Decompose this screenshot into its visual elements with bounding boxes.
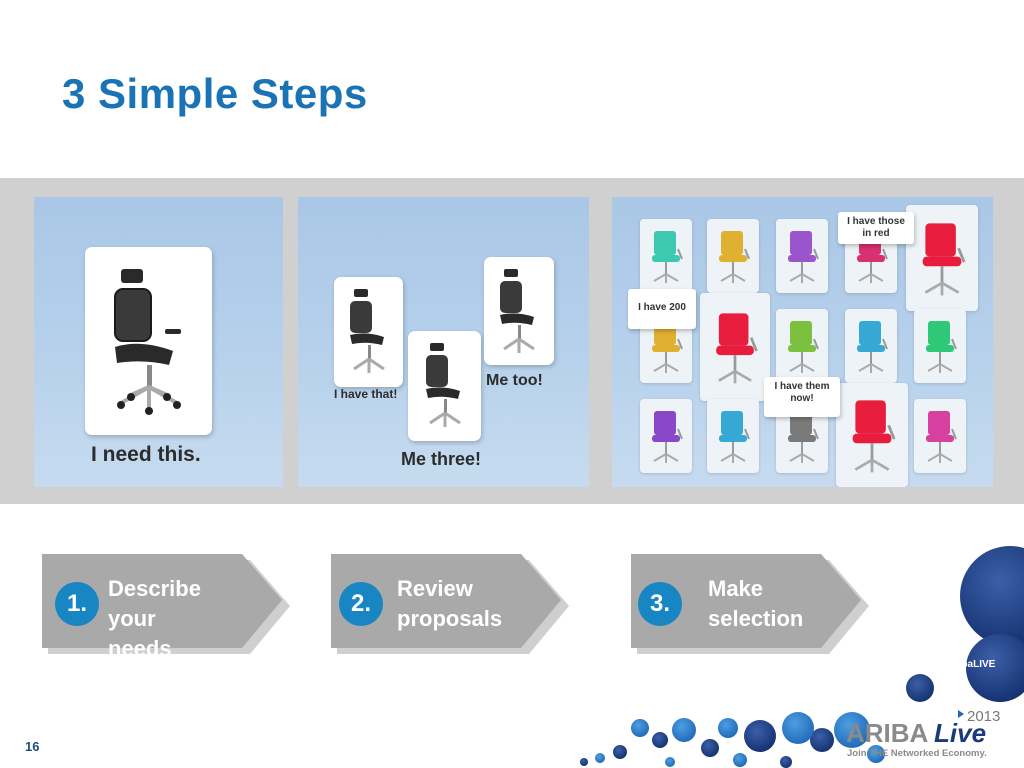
decorative-dots <box>580 546 1024 768</box>
office-chair-icon <box>350 289 385 373</box>
chair-tile <box>776 219 828 293</box>
office-chair-icon <box>500 269 535 353</box>
colored-chair-icon <box>719 411 750 463</box>
svg-text:2013: 2013 <box>967 708 1000 725</box>
colored-chair-icon <box>652 231 683 283</box>
chair-card <box>334 277 403 387</box>
page-number: 16 <box>25 739 40 754</box>
chair-tile <box>707 219 759 293</box>
panel-caption: Me too! <box>486 372 543 389</box>
svg-text:Join THE Networked Economy.: Join THE Networked Economy. <box>847 748 987 759</box>
step-label: Review proposals <box>397 576 503 631</box>
office-chair-icon <box>114 269 181 415</box>
panel-caption: I need this. <box>91 443 201 466</box>
slide-title: 3 Simple Steps <box>62 70 368 117</box>
chair-tile <box>640 399 692 473</box>
chair-tile <box>640 219 692 293</box>
chair-tile <box>914 399 966 473</box>
twitter-bird-icon <box>921 656 939 671</box>
hashtag-label: #AribaLIVE <box>942 659 996 670</box>
chair-tile <box>845 309 897 383</box>
speech-bubble: I have them now! <box>764 377 840 417</box>
svg-text:ARIBA: ARIBA <box>846 718 929 748</box>
colored-chair-icon <box>716 313 758 384</box>
colored-chair-icon <box>926 411 957 463</box>
colored-chair-icon <box>719 231 750 283</box>
colored-chair-icon <box>922 223 966 296</box>
chair-tile <box>700 293 770 401</box>
chair-card <box>484 257 554 365</box>
speech-bubble: I have those in red <box>838 212 914 244</box>
chair-tile <box>906 205 978 311</box>
step-number-badge: 3. <box>638 582 682 626</box>
chair-tile <box>776 309 828 383</box>
panel-caption: I have that! <box>334 387 398 401</box>
svg-text:Live: Live <box>934 718 986 748</box>
colored-chair-icon <box>852 400 896 473</box>
panel-caption: Me three! <box>401 449 482 469</box>
colored-chair-icon <box>788 321 819 373</box>
chair-card <box>408 331 481 441</box>
chair-tile <box>914 309 966 383</box>
step-label: Make selection <box>708 576 804 631</box>
chair-card <box>85 247 212 435</box>
ariba-live-logo: 2013 ARIBA Live Join THE Networked Econo… <box>846 708 1000 759</box>
panel-proposals: I have that! Me three! Me too! <box>298 197 589 487</box>
panel-selection: I have those in red I have 200 I have th… <box>612 197 993 487</box>
colored-chair-icon <box>788 231 819 283</box>
step-number-badge: 1. <box>55 582 99 626</box>
speech-bubble: I have 200 <box>628 289 696 329</box>
step-label: Describe your needs <box>108 576 201 661</box>
colored-chair-icon <box>926 321 957 373</box>
office-chair-icon <box>426 343 461 427</box>
chair-tile <box>836 383 908 487</box>
colored-chair-icon <box>788 411 819 463</box>
chair-tile <box>707 399 759 473</box>
colored-chair-icon <box>652 411 683 463</box>
colored-chair-icon <box>857 321 888 373</box>
panel-need: I need this. <box>34 197 283 487</box>
step-number-badge: 2. <box>339 582 383 626</box>
